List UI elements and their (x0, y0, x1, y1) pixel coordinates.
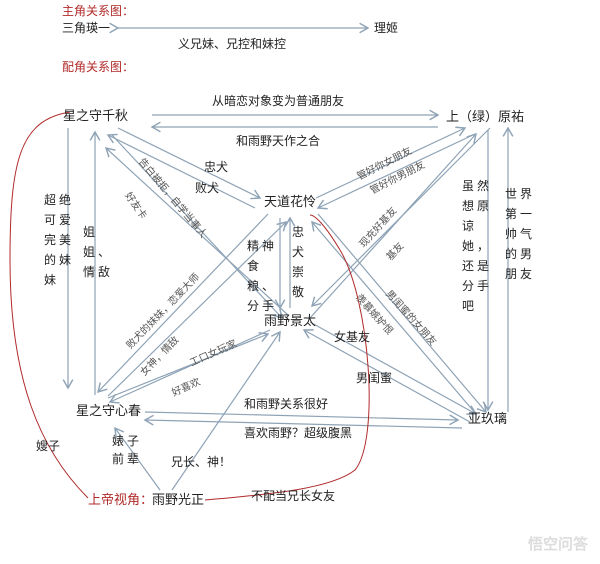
watermark: 悟空问答 (527, 535, 588, 553)
red-curve-chiaki (9, 111, 89, 499)
edge-uehara-keita (310, 127, 491, 308)
label-kokoro-aguri-2: 喜欢雨野？超级腹黑 (244, 426, 353, 440)
node-karen: 天道花怜 (264, 195, 317, 210)
edge-kokoro-keita (107, 331, 270, 399)
edge-karen-aguri (317, 213, 487, 414)
edge-kokoro-karen (107, 220, 288, 397)
edge-keita-uehara (309, 132, 477, 319)
label-uehara-chiaki: 和雨野天作之合 (236, 134, 321, 148)
node-sankaku: 三角瑛一 (62, 21, 111, 35)
label-chiaki-kokoro-1: 超绝可爱完美的妹妹 (44, 193, 75, 287)
edge-chiaki-karen (117, 127, 262, 200)
edge-chiaki-keita (111, 134, 283, 320)
edge-keita-chiaki (104, 147, 289, 316)
label-mitsumasa-kokoro: 婊子前辈 (112, 434, 143, 466)
label-main-relation: 义兄妹、兄控和妹控 (178, 37, 287, 51)
heading-supporting: 配角关系图： (62, 60, 135, 74)
label-chiaki-uehara: 从暗恋对象变为普通朋友 (212, 94, 345, 108)
edge-uehara-karen (316, 133, 476, 210)
label-mitsumasa-keita: 兄长、神！ (171, 455, 232, 469)
node-rihime: 理姬 (374, 21, 399, 35)
heading-god-view: 上帝视角： (88, 493, 154, 508)
label-chiaki-kokoro-2: 姐姐、情敌 (83, 225, 114, 279)
heading-main: 主角关系图： (62, 4, 135, 18)
edge-karen-kokoro (96, 213, 269, 394)
edge-aguri-keita (302, 329, 471, 423)
edge-mitsumasa-kokoro (114, 426, 161, 491)
edge-keita-aguri (309, 321, 478, 415)
label-uehara-aguri-2: 世界第一帅气的男朋友 (505, 187, 536, 281)
label-keita-aguri-2: 男闺蜜 (356, 371, 393, 385)
edge-karen-chiaki (106, 133, 256, 209)
edge-aguri-karen (311, 220, 477, 415)
label-uehara-aguri-1: 虽然想原谅她，还是分手吧 (462, 179, 493, 313)
label-keita-aguri-1: 女基友 (334, 330, 371, 344)
label-chiaki-karen-1: 忠犬 (204, 160, 229, 174)
node-uehara: 上（绿）原祐 (446, 110, 525, 125)
label-mitsumasa-chiaki: 嫂子 (36, 439, 61, 453)
node-aguri: 亚玖璃 (468, 412, 508, 427)
edge-kokoro-aguri (144, 411, 460, 426)
node-chiaki: 星之守千秋 (63, 109, 129, 124)
label-karen-keita-1: 精神食粮、分手 (247, 239, 278, 313)
label-kokoro-aguri-1: 和雨野关系很好 (244, 397, 329, 411)
edge-mitsumasa-keita (171, 330, 281, 491)
label-mitsumasa-karen: 不配当兄长女友 (251, 489, 336, 503)
red-curve-karen (204, 214, 370, 501)
label-karen-keita-2: 忠犬崇敬 (292, 225, 305, 299)
edge-aguri-kokoro (143, 414, 463, 429)
edge-keita-kokoro (108, 329, 271, 404)
node-keita: 雨野景太 (264, 314, 317, 329)
label-chiaki-karen-2: 败犬 (195, 181, 220, 195)
node-kokoro: 星之守心春 (76, 404, 142, 419)
edge-karen-uehara (315, 126, 467, 199)
node-mitsumasa: 雨野光正 (152, 493, 205, 508)
